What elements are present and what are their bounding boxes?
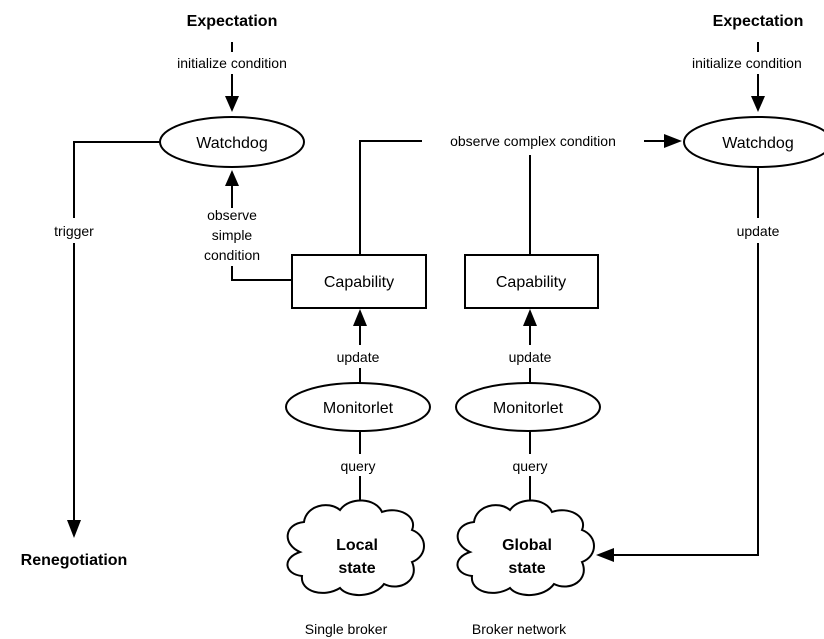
right-expectation-label: Expectation xyxy=(713,13,804,30)
global-state-line1: Global xyxy=(502,537,552,554)
observe-complex-label: observe complex condition xyxy=(450,133,616,149)
global-state-arrowhead xyxy=(596,548,614,562)
right-init-arrowhead xyxy=(751,96,765,112)
global-state-cloud xyxy=(456,499,595,596)
observe-simple-connector-bottom xyxy=(231,266,292,281)
left-capability-observe-connector xyxy=(359,140,422,254)
left-expectation-label: Expectation xyxy=(187,13,278,30)
observe-simple-arrowhead xyxy=(225,170,239,186)
right-watchdog-label: Watchdog xyxy=(722,135,793,152)
right-capability-label: Capability xyxy=(496,274,566,291)
right-update-arrowhead xyxy=(523,309,537,326)
renegotiation-label: Renegotiation xyxy=(21,552,128,569)
right-watchdog-node xyxy=(683,116,824,168)
left-trigger-connector-top xyxy=(73,141,160,218)
observe-simple-line1: observe xyxy=(207,207,257,223)
left-monitorlet-label: Monitorlet xyxy=(323,400,394,417)
trigger-label: trigger xyxy=(54,223,94,239)
right-monitorlet-node xyxy=(455,382,601,432)
observe-simple-line3: condition xyxy=(204,247,260,263)
right-update-label: update xyxy=(509,349,552,365)
observe-complex-arrowhead xyxy=(664,134,682,148)
left-monitorlet-node xyxy=(285,382,431,432)
right-watchdog-update-connector-bottom xyxy=(612,243,759,556)
left-update-label: update xyxy=(337,349,380,365)
left-query-label: query xyxy=(340,458,375,474)
right-watchdog-update-label: update xyxy=(737,223,780,239)
left-init-arrowhead xyxy=(225,96,239,112)
right-initialize-label: initialize condition xyxy=(692,55,802,71)
right-query-label: query xyxy=(512,458,547,474)
left-capability-node xyxy=(291,254,427,309)
right-capability-node xyxy=(464,254,599,309)
observe-simple-line2: simple xyxy=(212,227,253,243)
left-initialize-label: initialize condition xyxy=(177,55,287,71)
renegotiation-arrowhead xyxy=(67,520,81,538)
left-update-arrowhead xyxy=(353,309,367,326)
single-broker-caption: Single broker xyxy=(305,621,388,637)
global-state-line2: state xyxy=(508,560,545,577)
left-watchdog-node xyxy=(159,116,305,168)
local-state-cloud xyxy=(286,499,425,596)
local-state-line1: Local xyxy=(336,537,378,554)
left-watchdog-label: Watchdog xyxy=(196,135,267,152)
local-state-line2: state xyxy=(338,560,375,577)
left-capability-label: Capability xyxy=(324,274,394,291)
right-monitorlet-label: Monitorlet xyxy=(493,400,564,417)
broker-network-caption: Broker network xyxy=(472,621,567,637)
